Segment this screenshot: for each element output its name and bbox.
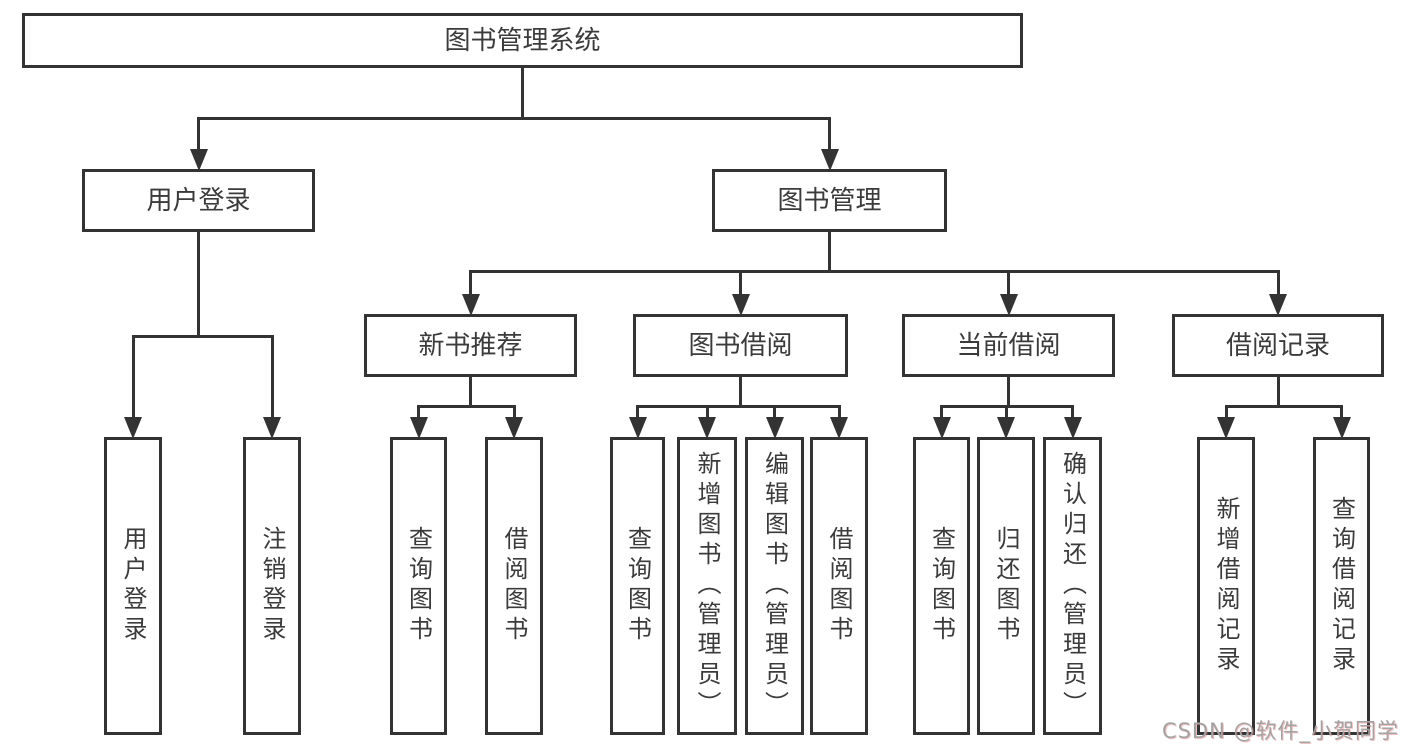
arrowhead-down-icon: [461, 294, 480, 316]
node-label-leaf-add-book-admin: 新增图书（管理员）: [693, 451, 721, 721]
node-label-leaf-query-borrow-record: 查询借阅记录: [1327, 496, 1356, 676]
node-leaf-user-login: 用户登录: [104, 437, 162, 735]
connector-line: [739, 270, 742, 296]
connector-line: [1340, 405, 1343, 419]
connector-line: [1276, 377, 1280, 405]
node-label-leaf-logout: 注销登录: [258, 526, 286, 646]
node-label-leaf-confirm-return-admin: 确认归还（管理员）: [1058, 451, 1087, 721]
connector-line: [636, 405, 639, 419]
node-root: 图书管理系统: [22, 13, 1023, 68]
node-label-book-borrow: 图书借阅: [688, 330, 793, 361]
connector-line: [417, 405, 516, 408]
node-leaf-query-book-borrow: 查询图书: [610, 437, 665, 735]
node-label-user-login-group: 用户登录: [146, 185, 251, 216]
connector-line: [940, 405, 943, 419]
node-label-leaf-borrow-book-borrow: 借阅图书: [825, 526, 853, 646]
connector-line: [739, 377, 742, 405]
node-user-login-group: 用户登录: [82, 169, 315, 232]
arrowhead-down-icon: [124, 417, 142, 439]
node-leaf-edit-book-admin: 编辑图书（管理员）: [745, 437, 804, 735]
arrowhead-down-icon: [932, 417, 951, 439]
node-label-leaf-user-login: 用户登录: [119, 526, 147, 646]
arrowhead-down-icon: [830, 417, 848, 439]
arrowhead-down-icon: [1217, 417, 1235, 439]
connector-line: [1004, 405, 1008, 419]
connector-line: [469, 270, 472, 296]
connector-line: [705, 405, 709, 419]
arrowhead-down-icon: [1332, 417, 1351, 439]
node-borrow-records: 借阅记录: [1172, 314, 1384, 377]
connector-line: [1224, 405, 1343, 408]
connector-line: [131, 335, 274, 338]
node-leaf-query-book-recommend: 查询图书: [390, 437, 447, 735]
connector-line: [828, 232, 831, 270]
connector-line: [1224, 405, 1228, 419]
csdn-watermark: CSDN @软件_小贺同学: [1161, 719, 1399, 743]
connector-line: [1007, 270, 1010, 296]
arrowhead-down-icon: [1063, 417, 1082, 439]
connector-line: [131, 335, 135, 419]
arrowhead-down-icon: [999, 294, 1018, 316]
node-leaf-return-book: 归还图书: [977, 437, 1035, 735]
connector-line: [521, 68, 524, 117]
node-label-leaf-edit-book-admin: 编辑图书（管理员）: [760, 451, 789, 721]
arrowhead-down-icon: [997, 417, 1015, 439]
node-label-leaf-return-book: 归还图书: [992, 526, 1020, 646]
connector-line: [636, 405, 841, 408]
node-label-leaf-query-book-current: 查询图书: [927, 526, 956, 646]
node-label-leaf-add-borrow-record: 新增借阅记录: [1212, 496, 1240, 676]
connector-line: [1071, 405, 1074, 419]
connector-line: [1007, 377, 1010, 405]
node-leaf-add-borrow-record: 新增借阅记录: [1197, 437, 1255, 735]
arrowhead-down-icon: [628, 417, 647, 439]
connector-line: [1276, 270, 1280, 296]
connector-line: [469, 270, 1280, 273]
node-label-leaf-query-book-borrow: 查询图书: [623, 526, 652, 646]
node-new-book-recommend: 新书推荐: [364, 314, 577, 377]
node-leaf-query-book-current: 查询图书: [913, 437, 970, 735]
node-leaf-add-book-admin: 新增图书（管理员）: [677, 437, 737, 735]
node-leaf-confirm-return-admin: 确认归还（管理员）: [1043, 437, 1102, 735]
node-label-book-management: 图书管理: [777, 185, 882, 216]
node-label-borrow-records: 借阅记录: [1225, 330, 1330, 361]
connector-line: [197, 232, 200, 335]
arrowhead-down-icon: [765, 417, 784, 439]
arrowhead-down-icon: [505, 417, 523, 439]
arrowhead-down-icon: [189, 149, 208, 171]
node-label-leaf-query-book-recommend: 查询图书: [404, 526, 433, 646]
connector-line: [828, 117, 831, 151]
connector-line: [197, 117, 200, 151]
node-label-new-book-recommend: 新书推荐: [418, 330, 523, 361]
node-leaf-query-borrow-record: 查询借阅记录: [1313, 437, 1370, 735]
arrowhead-down-icon: [263, 417, 281, 439]
node-leaf-logout: 注销登录: [243, 437, 301, 735]
connector-line: [469, 377, 472, 405]
node-label-root: 图书管理系统: [444, 25, 601, 56]
node-label-leaf-borrow-book-recommend: 借阅图书: [500, 526, 528, 646]
node-book-management: 图书管理: [712, 169, 947, 232]
connector-line: [512, 405, 516, 419]
arrowhead-down-icon: [731, 294, 750, 316]
connector-line: [773, 405, 776, 419]
arrowhead-down-icon: [820, 149, 839, 171]
connector-line: [837, 405, 841, 419]
arrowhead-down-icon: [698, 417, 716, 439]
node-leaf-borrow-book-borrow: 借阅图书: [810, 437, 868, 735]
connector-line: [270, 335, 274, 419]
arrowhead-down-icon: [1269, 294, 1287, 316]
connector-line: [197, 117, 831, 120]
node-leaf-borrow-book-recommend: 借阅图书: [485, 437, 543, 735]
connector-line: [417, 405, 420, 419]
arrowhead-down-icon: [409, 417, 428, 439]
node-current-borrow: 当前借阅: [902, 314, 1115, 377]
node-book-borrow: 图书借阅: [633, 314, 848, 377]
node-label-current-borrow: 当前借阅: [956, 330, 1061, 361]
